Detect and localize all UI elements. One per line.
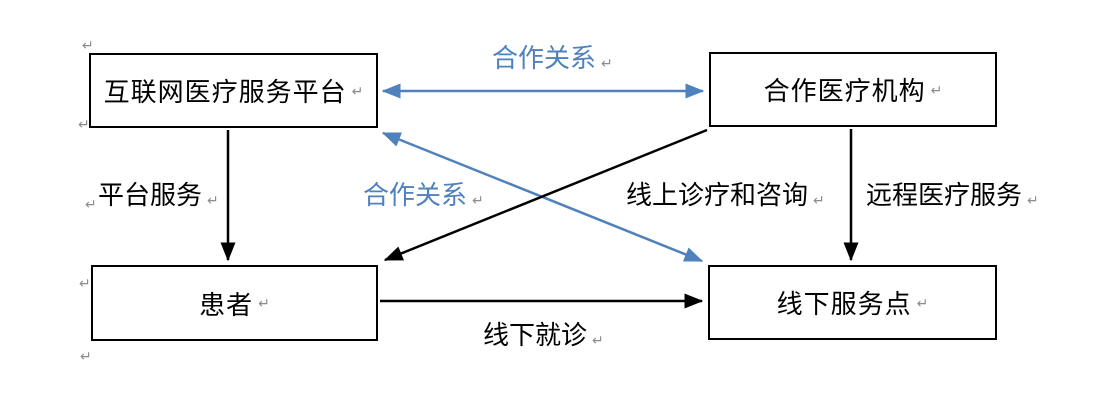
- pilcrow-icon: ↵: [601, 56, 613, 72]
- pilcrow-icon: ↵: [79, 276, 91, 292]
- edge-label-cooperation-diagonal: 合作关系↵: [363, 181, 484, 211]
- edge-label-offline-visit: 线下就诊↵: [483, 321, 604, 351]
- pilcrow-icon: ↵: [813, 193, 825, 209]
- node-patient: 患者 ↵: [91, 265, 378, 341]
- node-partner-hospital-label: 合作医疗机构: [763, 77, 926, 107]
- edge-label-cooperation-top: 合作关系↵: [492, 44, 613, 74]
- pilcrow-icon: ↵: [351, 83, 364, 100]
- node-offline-service-point: 线下服务点 ↵: [708, 265, 997, 340]
- node-partner-hospital: 合作医疗机构 ↵: [709, 52, 997, 127]
- pilcrow-icon: ↵: [472, 193, 484, 209]
- pilcrow-icon: ↵: [930, 82, 943, 99]
- pilcrow-icon: ↵: [85, 197, 97, 213]
- edge-label-online-consult: 线上诊疗和咨询↵: [626, 181, 825, 211]
- pilcrow-icon: ↵: [78, 117, 90, 133]
- edge-label-remote-service: 远程医疗服务↵: [866, 181, 1039, 211]
- pilcrow-icon: ↵: [916, 295, 929, 312]
- edge-label-platform-service: 平台服务↵: [98, 181, 219, 211]
- pilcrow-icon: ↵: [592, 333, 604, 349]
- pilcrow-icon: ↵: [207, 193, 219, 209]
- node-offline-service-point-label: 线下服务点: [776, 290, 912, 320]
- pilcrow-icon: ↵: [80, 349, 92, 365]
- node-internet-platform: 互联网医疗服务平台 ↵: [89, 53, 378, 128]
- node-patient-label: 患者: [199, 290, 254, 321]
- node-internet-platform-label: 互联网医疗服务平台: [103, 78, 347, 108]
- pilcrow-icon: ↵: [1027, 193, 1039, 209]
- pilcrow-icon: ↵: [82, 38, 94, 54]
- pilcrow-icon: ↵: [258, 296, 270, 312]
